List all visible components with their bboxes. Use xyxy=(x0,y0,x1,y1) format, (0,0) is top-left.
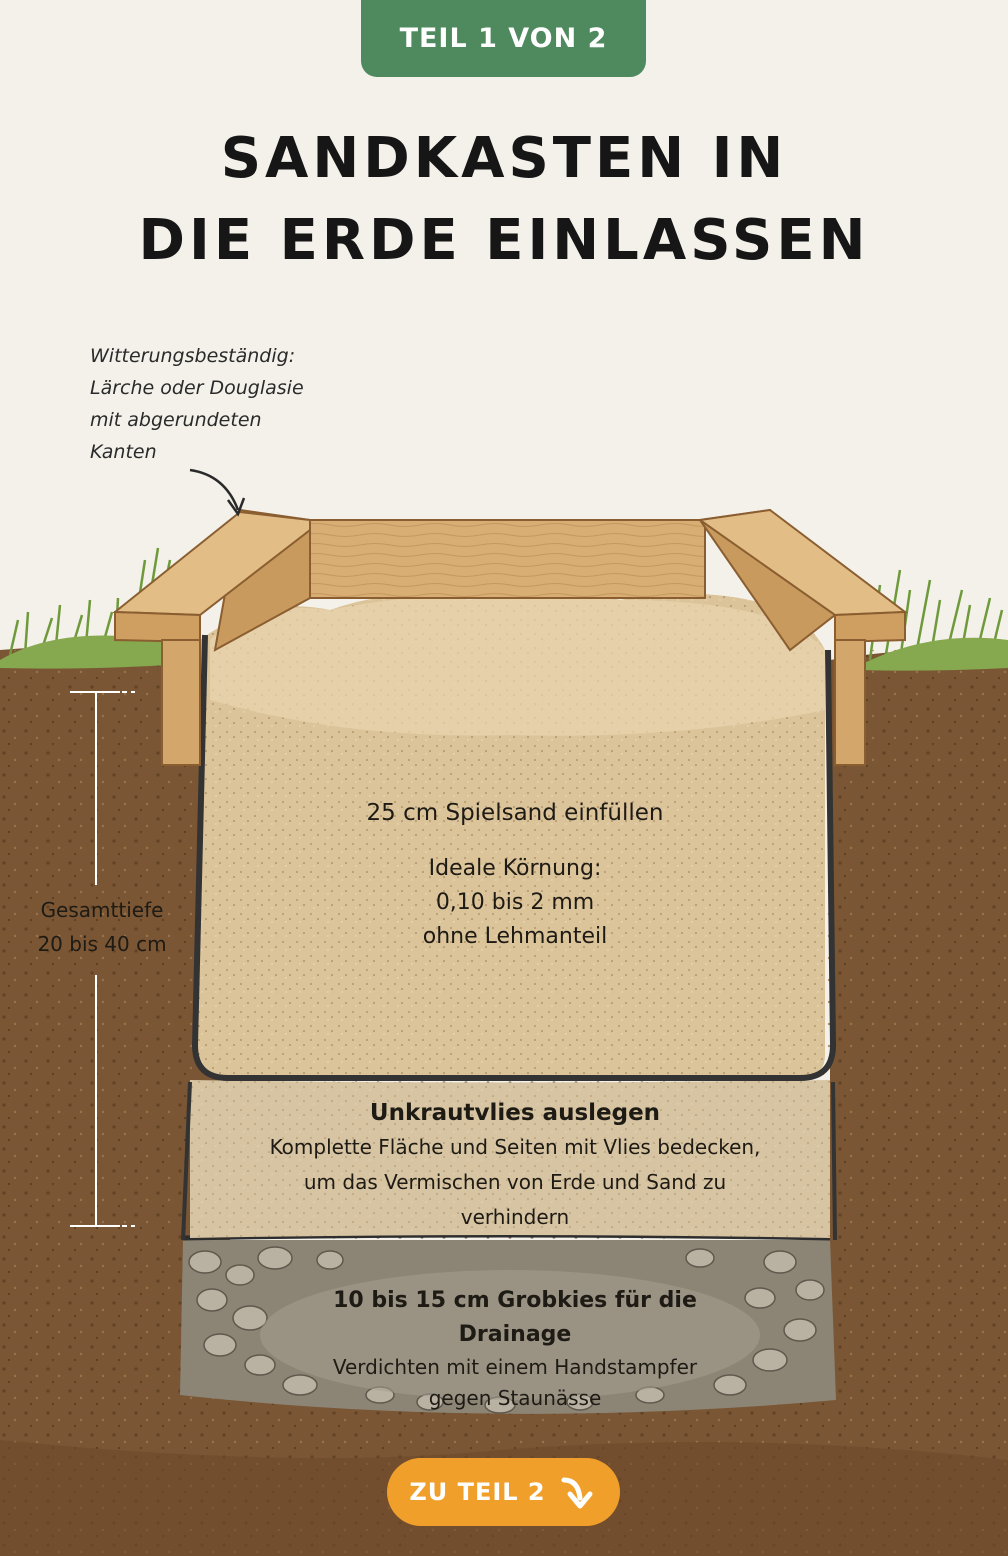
fleece-liner-right-wall xyxy=(831,1081,837,1241)
page-title-line-1: SANDKASTEN IN xyxy=(220,126,788,191)
wood-note-line: Witterungsbeständig: xyxy=(90,345,296,367)
wooden-frame xyxy=(112,508,908,766)
gravel-layer-label: 10 bis 15 cm Grobkies für die Drainage V… xyxy=(280,1284,750,1414)
sand-layer-details: Ideale Körnung: 0,10 bis 2 mm ohne Lehma… xyxy=(310,852,720,954)
sand-layer xyxy=(197,590,825,1075)
next-part-button-label: ZU TEIL 2 xyxy=(409,1478,546,1506)
depth-label-line-2: 20 bis 40 cm xyxy=(37,932,167,956)
gravel-layer-detail-line: gegen Staunässe xyxy=(428,1386,602,1410)
wood-note-arrowhead xyxy=(226,497,246,517)
grass-strip-right xyxy=(860,637,1008,671)
depth-indicator xyxy=(70,691,135,1227)
depth-label-line-1: Gesamttiefe xyxy=(40,898,164,922)
wood-note-line: mit abgerundeten xyxy=(90,409,262,431)
page-title: SANDKASTEN IN DIE ERDE EINLASSEN xyxy=(0,118,1008,282)
next-part-button[interactable]: ZU TEIL 2 xyxy=(387,1458,620,1526)
fleece-layer xyxy=(190,1080,830,1238)
fleece-layer-detail-line: verhindern xyxy=(460,1205,570,1229)
gravel-layer-heading: 10 bis 15 cm Grobkies für die Drainage xyxy=(333,1288,697,1347)
part-badge-label: TEIL 1 VON 2 xyxy=(399,23,608,54)
sand-layer-detail-line: Ideale Körnung: xyxy=(428,856,602,881)
page-title-line-2: DIE ERDE EINLASSEN xyxy=(138,208,870,273)
fleece-layer-heading: Unkrautvlies auslegen xyxy=(369,1100,661,1126)
part-badge: TEIL 1 VON 2 xyxy=(361,0,646,77)
fleece-liner-left-wall xyxy=(181,1081,192,1241)
wood-note: Witterungsbeständig: Lärche oder Douglas… xyxy=(90,340,350,468)
sand-layer-detail-line: ohne Lehmanteil xyxy=(422,924,608,949)
fleece-liner xyxy=(191,634,837,1081)
fleece-layer-detail-line: Komplette Fläche und Seiten mit Vlies be… xyxy=(269,1135,761,1159)
sand-layer-detail-line: 0,10 bis 2 mm xyxy=(435,890,595,915)
wood-note-line: Lärche oder Douglasie xyxy=(90,377,304,399)
grass-strip-left xyxy=(0,635,170,669)
depth-label: Gesamttiefe 20 bis 40 cm xyxy=(22,893,182,961)
sand-layer-label: 25 cm Spielsand einfüllen Ideale Körnung… xyxy=(310,800,720,954)
sand-layer-heading: 25 cm Spielsand einfüllen xyxy=(366,800,664,826)
fleece-layer-detail-line: um das Vermischen von Erde und Sand zu xyxy=(303,1170,727,1194)
gravel-layer-details: Verdichten mit einem Handstampfer gegen … xyxy=(280,1352,750,1414)
arrow-down-right-icon xyxy=(561,1477,593,1509)
gravel-layer-detail-line: Verdichten mit einem Handstampfer xyxy=(332,1355,698,1379)
wood-note-line: Kanten xyxy=(90,441,157,463)
fleece-layer-label: Unkrautvlies auslegen Komplette Fläche u… xyxy=(250,1096,780,1235)
fleece-layer-details: Komplette Fläche und Seiten mit Vlies be… xyxy=(250,1130,780,1235)
wood-note-arrow xyxy=(189,468,240,511)
